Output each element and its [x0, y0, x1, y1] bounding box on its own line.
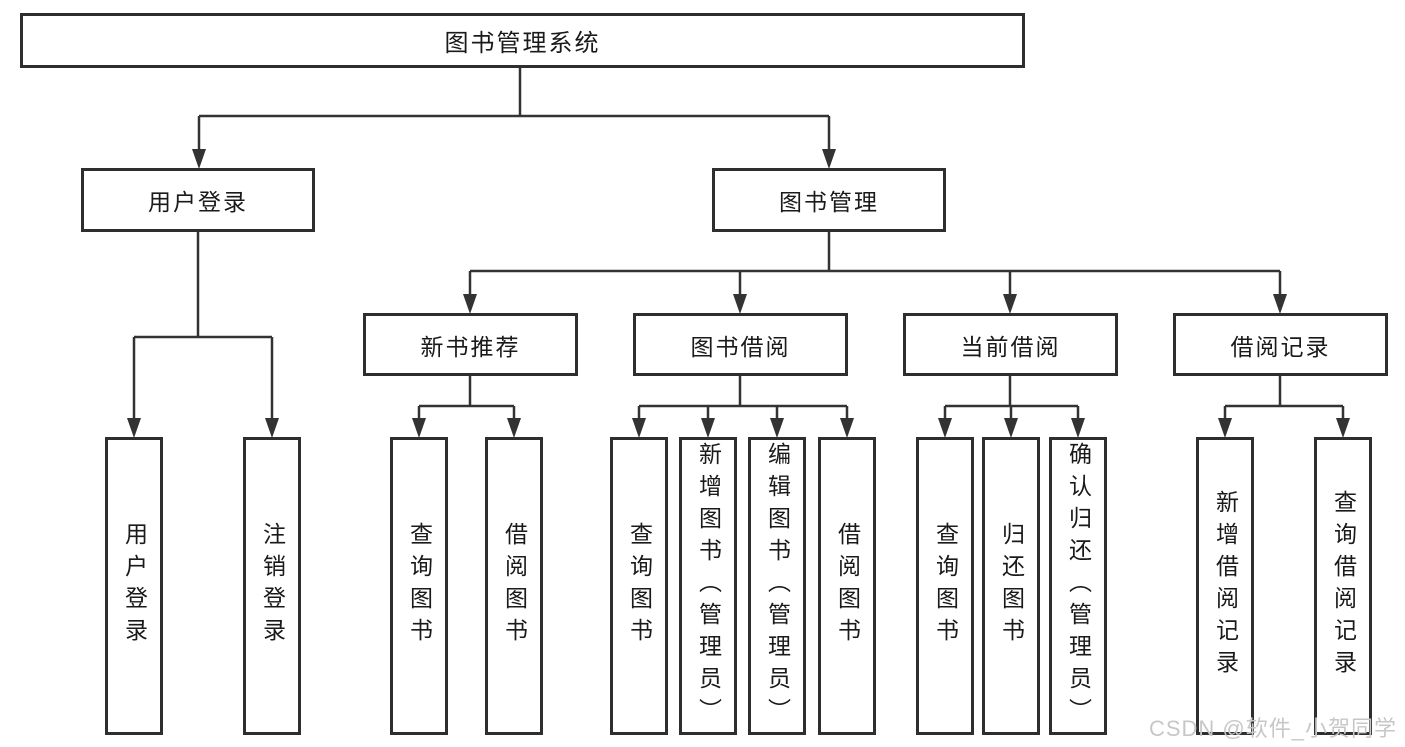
leaf-label: 查询图书 [626, 522, 653, 650]
leaf-nb-borrow-books: 借阅图书 [485, 437, 543, 735]
leaf-bb-add-books-admin: 新增图书（管理员） [679, 437, 737, 735]
node-new-book-recommend: 新书推荐 [363, 313, 578, 376]
leaf-cb-confirm-return-admin: 确认归还（管理员） [1049, 437, 1107, 735]
leaf-label: 查询借阅记录 [1330, 490, 1357, 682]
leaf-label: 确认归还（管理员） [1065, 442, 1092, 730]
arrowheads [127, 149, 1350, 438]
node-label: 借阅记录 [1230, 333, 1331, 360]
leaf-label: 注销登录 [259, 522, 286, 650]
leaf-label: 查询图书 [406, 522, 433, 650]
leaf-label: 新增图书（管理员） [695, 442, 722, 730]
node-label: 图书管理 [779, 189, 879, 215]
leaf-label: 借阅图书 [834, 522, 861, 650]
leaf-user-login: 用户登录 [105, 437, 163, 735]
leaf-br-query-record: 查询借阅记录 [1314, 437, 1372, 735]
node-book-borrow: 图书借阅 [633, 313, 848, 376]
node-borrow-records: 借阅记录 [1173, 313, 1388, 376]
node-user-login-group: 用户登录 [81, 168, 315, 232]
leaf-nb-query-books: 查询图书 [390, 437, 448, 735]
node-label: 新书推荐 [420, 333, 521, 360]
leaf-bb-edit-books-admin: 编辑图书（管理员） [748, 437, 806, 735]
leaf-cb-query-books: 查询图书 [916, 437, 974, 735]
node-label: 图书管理系统 [444, 30, 601, 57]
node-label: 当前借阅 [960, 333, 1061, 360]
leaf-label: 借阅图书 [501, 522, 528, 650]
leaf-br-add-record: 新增借阅记录 [1196, 437, 1254, 735]
leaf-bb-query-books: 查询图书 [610, 437, 668, 735]
node-book-management: 图书管理 [712, 168, 946, 232]
leaf-label: 编辑图书（管理员） [764, 442, 791, 730]
node-label: 图书借阅 [690, 333, 791, 360]
leaf-label: 用户登录 [121, 522, 148, 650]
leaf-label: 新增借阅记录 [1212, 490, 1239, 682]
csdn-watermark: CSDN @软件_小贺同学 [1148, 716, 1397, 741]
node-label: 用户登录 [148, 189, 248, 215]
node-current-borrow: 当前借阅 [903, 313, 1118, 376]
leaf-bb-borrow-books: 借阅图书 [818, 437, 876, 735]
leaf-label: 查询图书 [932, 522, 959, 650]
leaf-cb-return-books: 归还图书 [982, 437, 1040, 735]
leaf-logout: 注销登录 [243, 437, 301, 735]
node-library-management-system: 图书管理系统 [20, 13, 1025, 68]
leaf-label: 归还图书 [998, 522, 1025, 650]
